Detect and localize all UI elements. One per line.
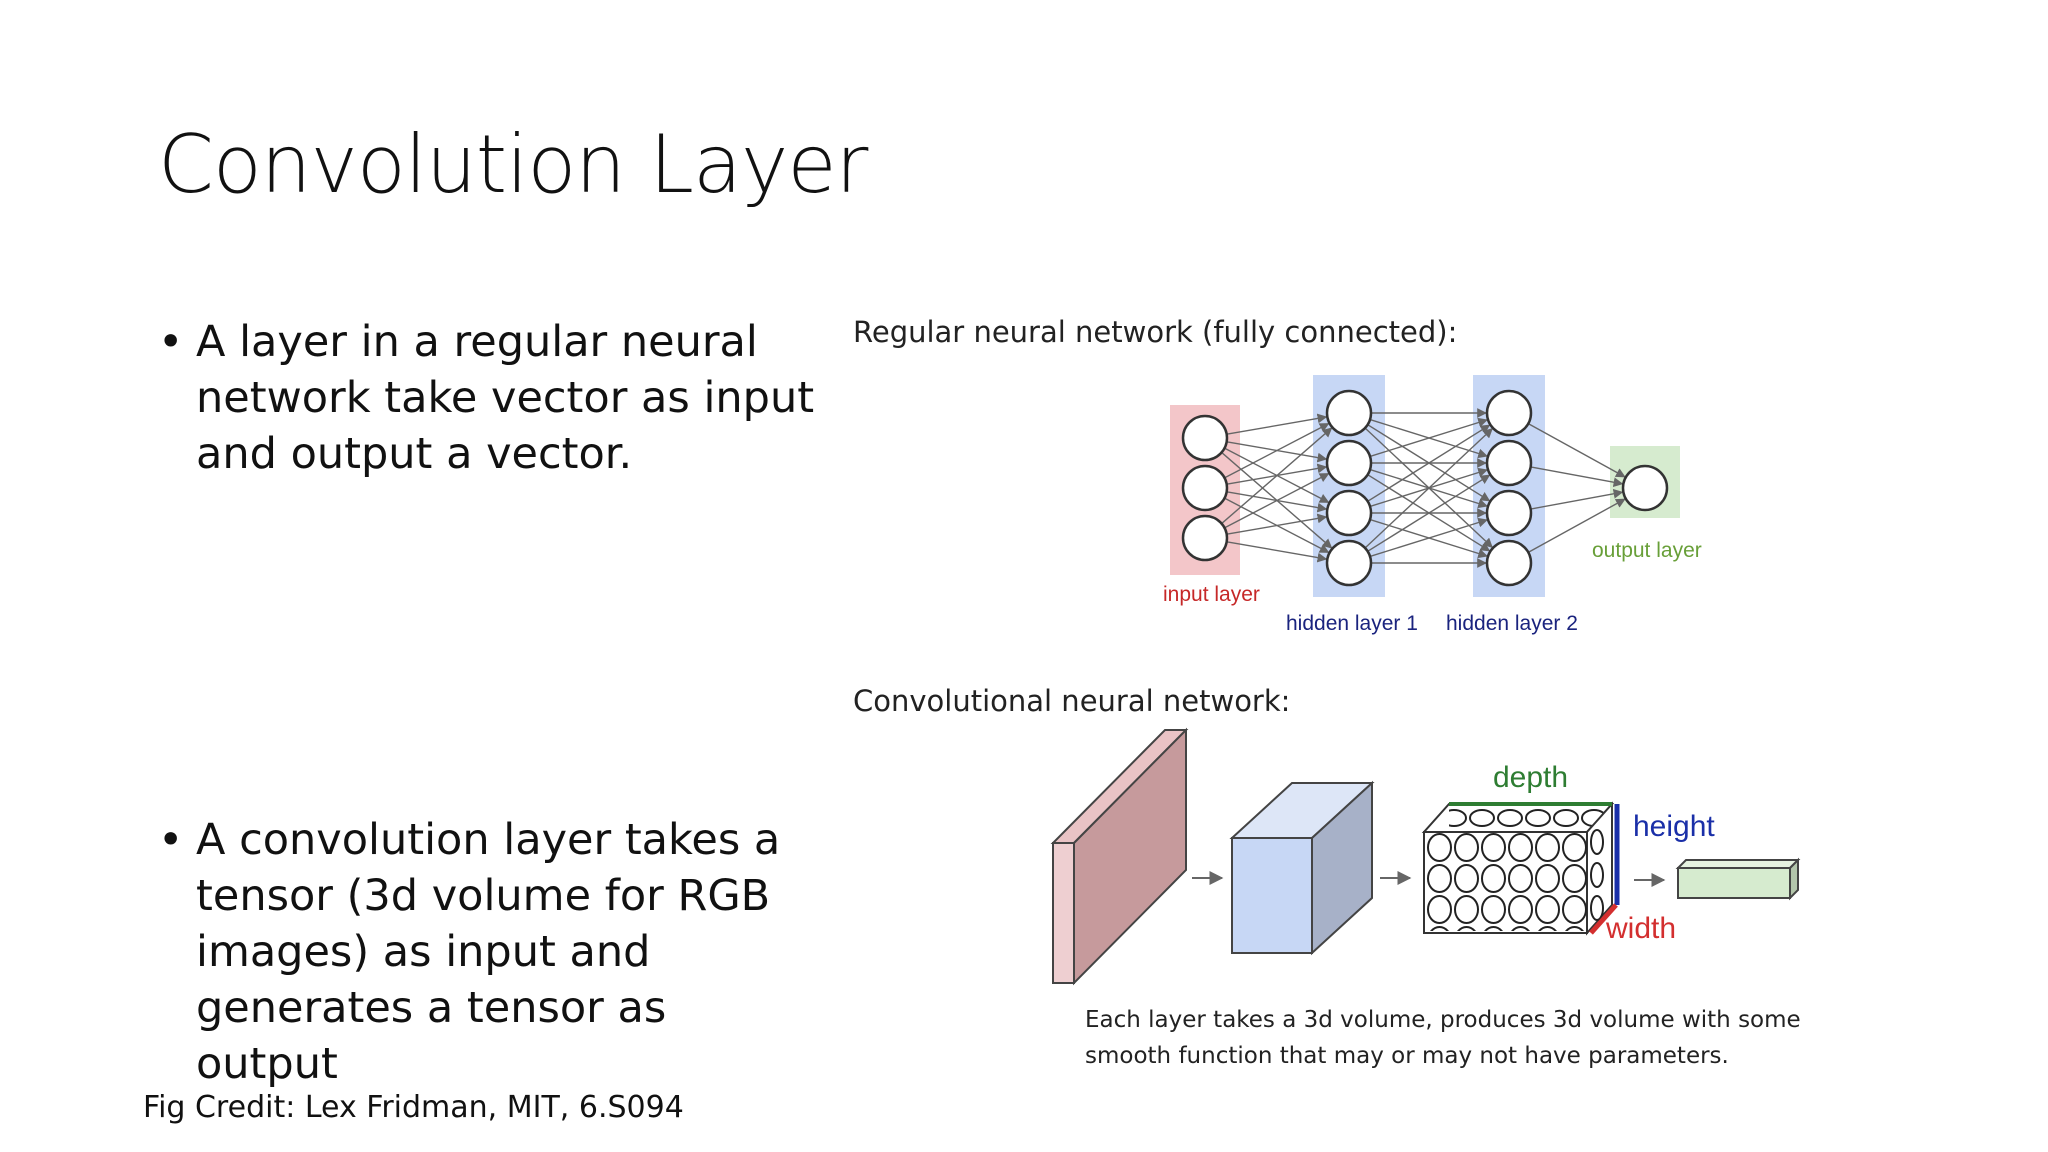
connection-edge (1369, 517, 1488, 558)
fc-connections (1221, 408, 1626, 568)
bullet-dot-icon: • (158, 317, 184, 367)
connection-edge (1369, 417, 1488, 458)
bullet-text: A layer in a regular neural network take… (196, 317, 815, 479)
neuron-node (1325, 539, 1373, 587)
neuron-node (1181, 414, 1229, 462)
connection-edge (1224, 423, 1330, 479)
connection-edge (1364, 428, 1493, 549)
cnn-caption-line-1: Each layer takes a 3d volume, produces 3… (1085, 1007, 1801, 1033)
connection-edge (1527, 498, 1626, 553)
neuron-node (1325, 439, 1373, 487)
fc-diagram-heading: Regular neural network (fully connected)… (853, 315, 1457, 349)
neuron-node (1621, 464, 1669, 512)
hidden-volume-cube (1229, 780, 1375, 956)
bullet-point-conv: • A convolution layer takes a tensor (3d… (158, 812, 818, 1092)
bullet-text: A convolution layer takes a tensor (3d v… (196, 815, 781, 1089)
neuron-volume (1421, 801, 1620, 936)
connection-edge (1530, 488, 1624, 510)
connection-edge (1226, 541, 1328, 563)
connection-edge (1221, 427, 1333, 525)
connection-edge (1367, 474, 1491, 552)
depth-label: depth (1493, 761, 1568, 794)
hidden-layer-2-label: hidden layer 2 (1446, 612, 1578, 635)
neuron-node (1485, 489, 1533, 537)
input-layer-label: input layer (1163, 583, 1260, 606)
neuron-node (1485, 439, 1533, 487)
connection-edge (1224, 473, 1330, 529)
connection-edge (1367, 424, 1491, 502)
output-volume-bar (1675, 857, 1801, 901)
bullet-point-fc: • A layer in a regular neural network ta… (158, 314, 818, 482)
neuron-node (1325, 489, 1373, 537)
figure-credit: Fig Credit: Lex Fridman, MIT, 6.S094 (143, 1090, 684, 1125)
neuron-node (1325, 389, 1373, 437)
bullet-dot-icon: • (158, 815, 184, 865)
input-volume-slab (1050, 727, 1189, 986)
connection-edge (1226, 413, 1328, 435)
cnn-caption-line-2: smooth function that may or may not have… (1085, 1043, 1729, 1069)
cnn-diagram-heading: Convolutional neural network: (853, 684, 1290, 718)
neuron-node (1485, 539, 1533, 587)
hidden-layer-1-label: hidden layer 1 (1286, 612, 1418, 635)
neuron-node (1181, 464, 1229, 512)
slide-title: Convolution Layer (158, 118, 868, 211)
neuron-node (1181, 514, 1229, 562)
connection-edge (1527, 423, 1626, 478)
fc-neurons (1181, 389, 1669, 587)
output-layer-label: output layer (1592, 539, 1702, 562)
height-label: height (1633, 810, 1715, 843)
width-label: width (1605, 912, 1676, 945)
width-axis-line (1589, 903, 1618, 935)
connection-edge (1530, 466, 1624, 488)
neuron-node (1485, 389, 1533, 437)
connection-edge (1226, 513, 1328, 535)
